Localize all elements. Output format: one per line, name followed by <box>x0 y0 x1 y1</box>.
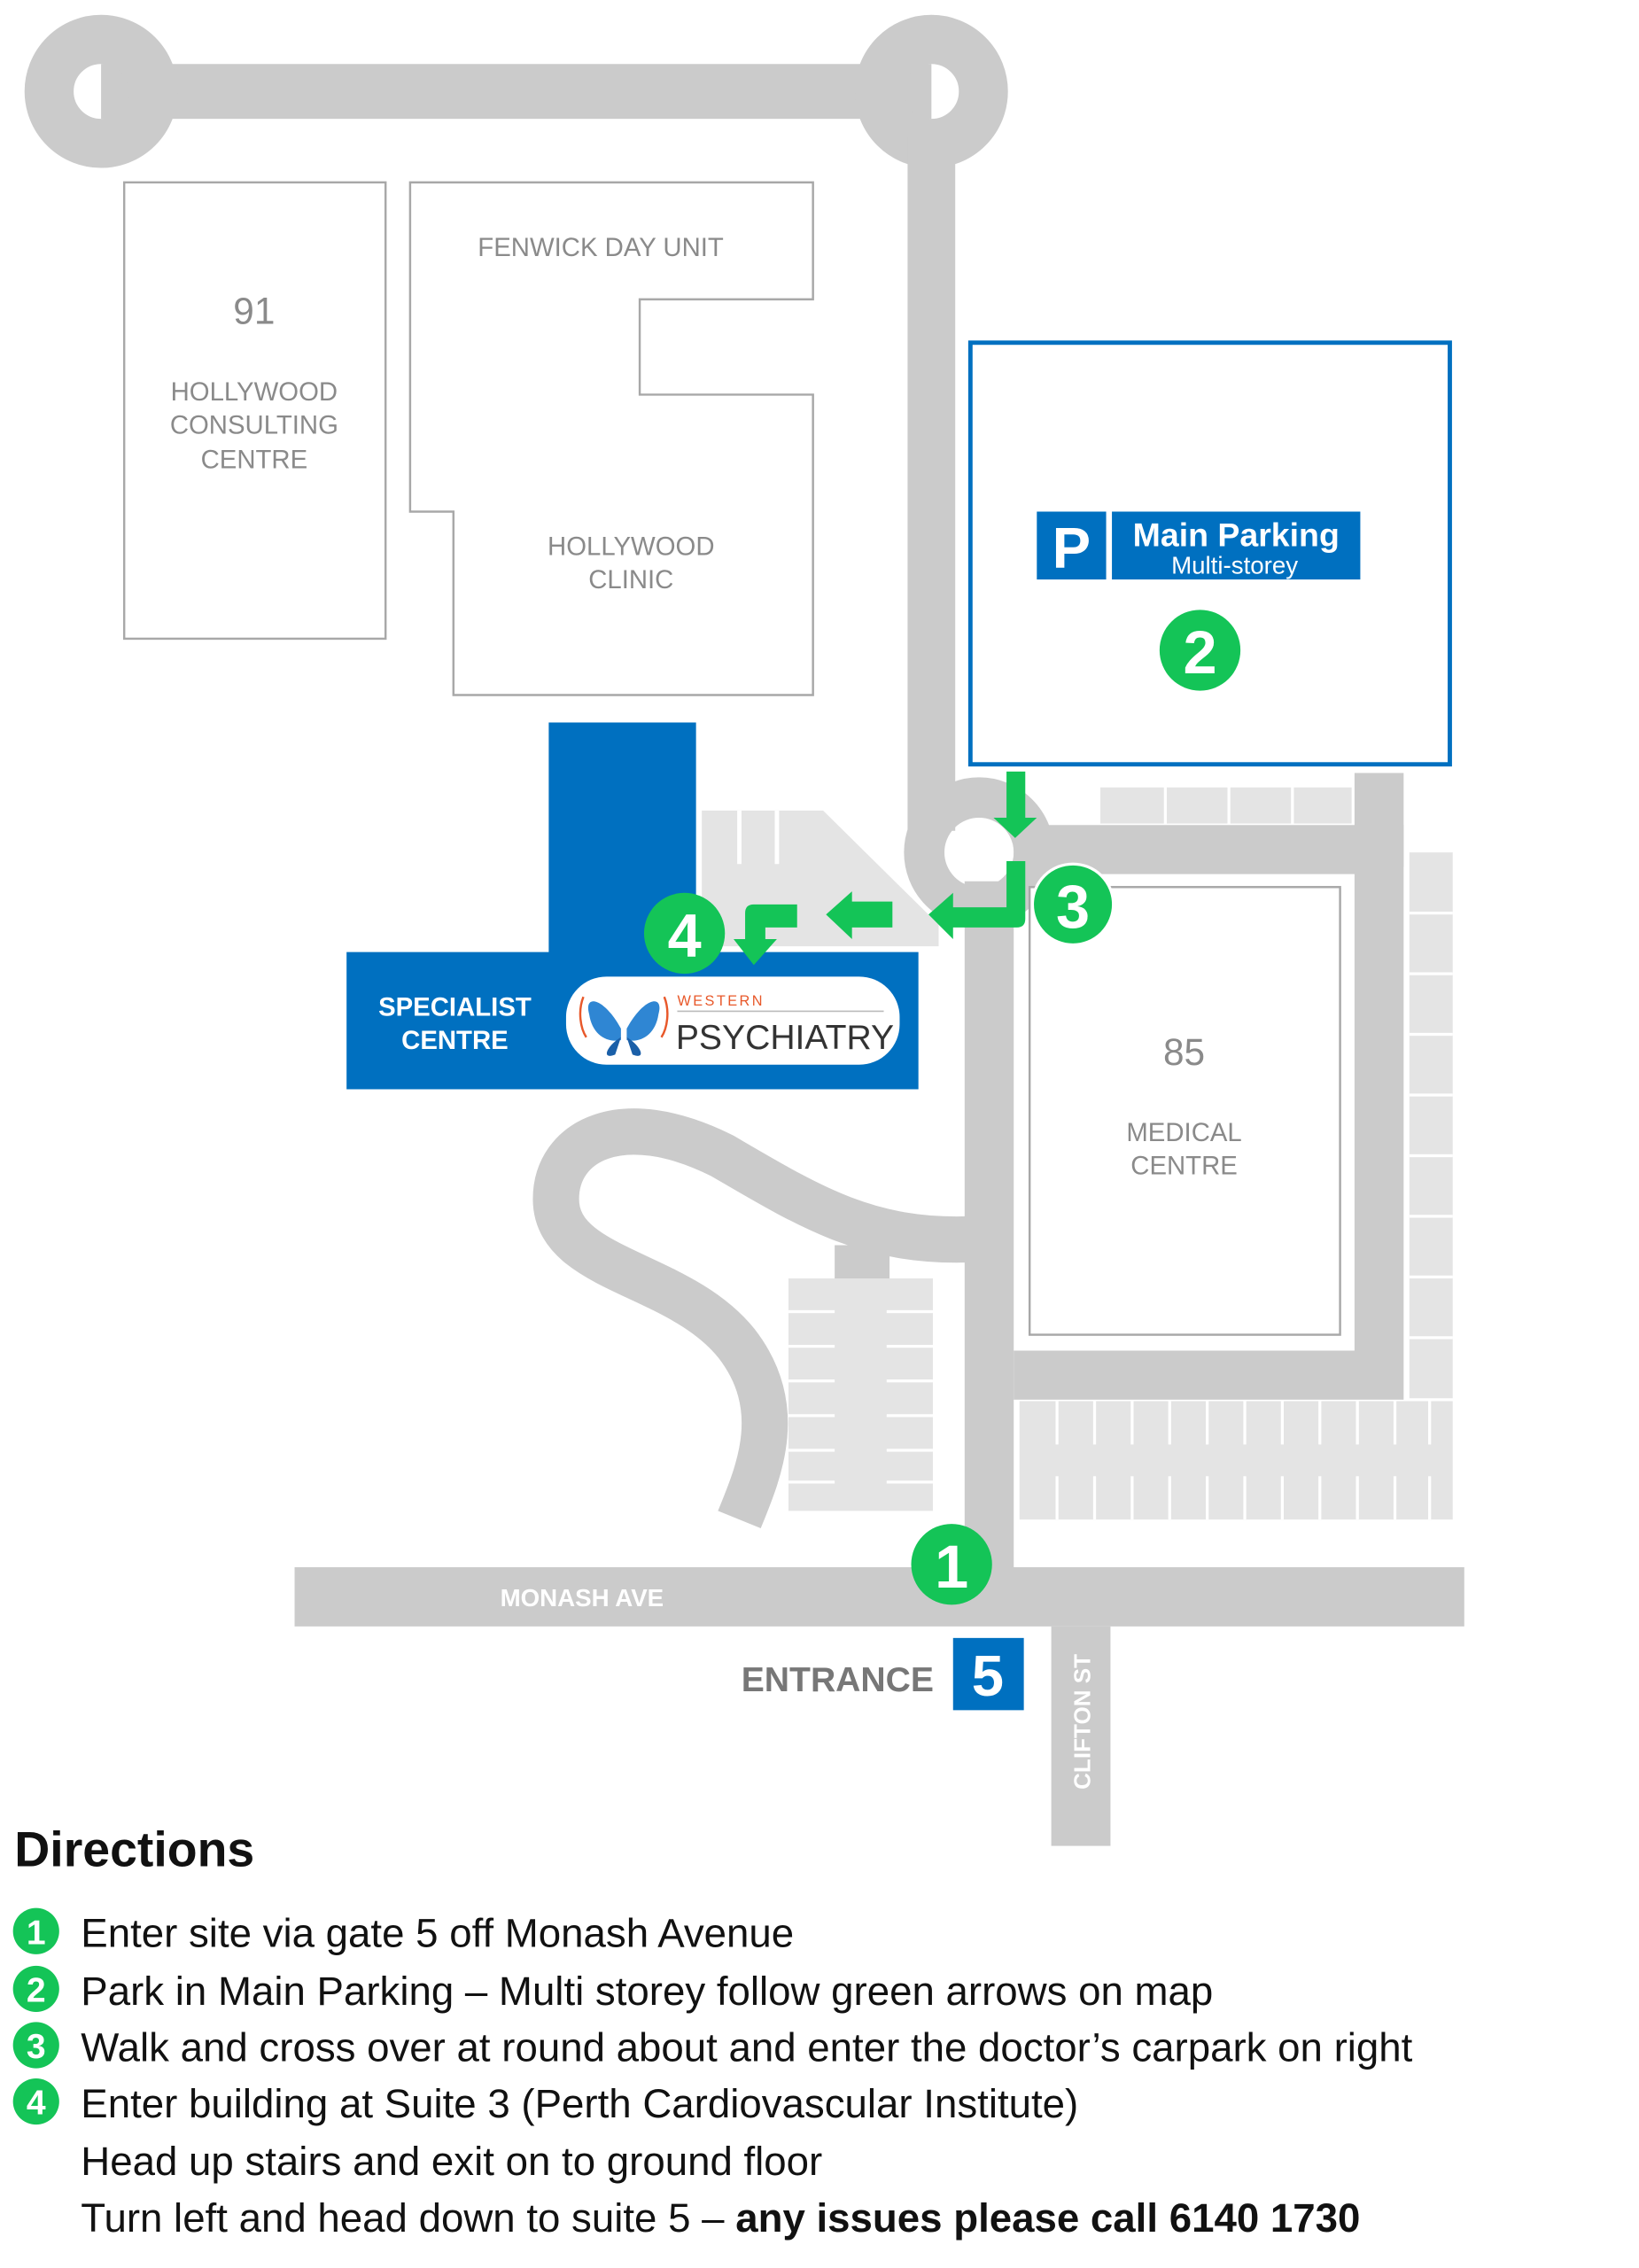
specialist-label: SPECIALIST <box>378 992 532 1021</box>
step-number: 4 <box>27 2085 46 2123</box>
building-label: HOLLYWOOD <box>171 377 338 407</box>
step-text: Enter site via gate 5 off Monash Avenue <box>81 1911 794 1956</box>
directions: Directions 1 Enter site via gate 5 off M… <box>12 1821 1413 2241</box>
route-arrows <box>734 771 1037 966</box>
entrance-label: ENTRANCE <box>742 1661 934 1699</box>
roads <box>24 14 1464 1846</box>
step-text: Head up stairs and exit on to ground flo… <box>81 2139 822 2184</box>
fenwick-hollywood-clinic: FENWICK DAY UNIT HOLLYWOOD CLINIC <box>408 181 814 696</box>
arrow-left-corner-icon <box>928 860 1026 939</box>
building-label: CENTRE <box>1130 1152 1238 1181</box>
marker-3: 3 <box>1030 862 1115 947</box>
roundabout-top-left <box>24 14 178 168</box>
marker-1: 1 <box>911 1524 992 1605</box>
step-text: Enter building at Suite 3 (Perth Cardiov… <box>81 2081 1078 2126</box>
clifton-st-label: CLIFTON ST <box>1069 1654 1096 1790</box>
parking-subtitle: Multi-storey <box>1171 552 1298 579</box>
building-label: MEDICAL <box>1126 1118 1241 1147</box>
building-number: 91 <box>233 291 275 332</box>
arrow-down-icon <box>993 771 1037 838</box>
monash-ave-road <box>294 1566 1464 1627</box>
building-label: CONSULTING <box>170 410 338 439</box>
fenwick-label: FENWICK DAY UNIT <box>478 233 724 262</box>
step-text: Walk and cross over at round about and e… <box>81 2024 1412 2070</box>
step-number: 1 <box>27 1914 46 1952</box>
step-text: Park in Main Parking – Multi storey foll… <box>81 1969 1213 2014</box>
building-number: 85 <box>1163 1031 1205 1073</box>
directions-title: Directions <box>14 1821 254 1876</box>
logo-western: WESTERN <box>677 993 765 1009</box>
arrow-left-icon <box>826 891 893 939</box>
clifton-st-road <box>1051 1626 1111 1846</box>
marker-label: 1 <box>935 1533 968 1601</box>
step-number: 2 <box>27 1972 46 2010</box>
butterfly-logo-icon <box>579 996 669 1056</box>
clinic-label: CLINIC <box>588 565 673 594</box>
step-text-final: Turn left and head down to suite 5 – any… <box>81 2195 1360 2241</box>
specialist-centre: SPECIALIST CENTRE WESTERN PSYCHIATRY <box>346 722 919 1090</box>
building-label: CENTRE <box>201 446 308 475</box>
clinic-label: HOLLYWOOD <box>548 532 715 561</box>
marker-label: 3 <box>1056 873 1090 941</box>
phone-callout: any issues please call 6140 1730 <box>735 2195 1360 2241</box>
marker-label: 4 <box>668 902 702 970</box>
gate-number: 5 <box>972 1643 1004 1708</box>
logo-psychiatry: PSYCHIATRY <box>676 1019 894 1057</box>
monash-ave-label: MONASH AVE <box>501 1584 664 1612</box>
gate-5-badge <box>952 1637 1024 1711</box>
medical-centre-85: 85 MEDICAL CENTRE <box>1028 886 1341 1336</box>
parking-icon: P <box>1053 516 1091 580</box>
step-text: Turn left and head down to suite 5 – <box>81 2195 735 2241</box>
step-number: 3 <box>27 2028 46 2066</box>
marker-4: 4 <box>643 892 726 975</box>
marker-2: 2 <box>1159 610 1241 691</box>
building-91: 91 HOLLYWOOD CONSULTING CENTRE <box>122 181 387 641</box>
parking-title: Main Parking <box>1133 517 1340 554</box>
marker-label: 2 <box>1183 618 1216 687</box>
arrow-down-left-icon <box>734 904 797 966</box>
main-parking: P Main Parking Multi-storey <box>967 340 1452 767</box>
specialist-label: CENTRE <box>401 1026 509 1055</box>
